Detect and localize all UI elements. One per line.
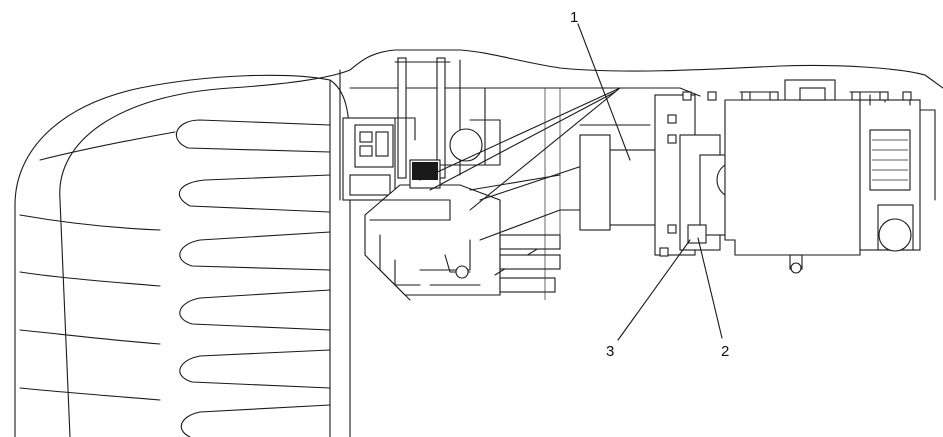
hub-assembly — [342, 117, 416, 201]
leader-2 — [697, 237, 723, 339]
bolts — [659, 91, 912, 257]
tire — [14, 74, 351, 437]
tire-tread — [19, 119, 331, 437]
leader-lines — [577, 23, 723, 341]
callout-1: 1 — [570, 9, 578, 26]
callout-3: 3 — [606, 343, 614, 360]
callout-2: 2 — [721, 343, 729, 360]
diagonal-braces — [419, 87, 621, 300]
brake-pack — [859, 91, 936, 252]
axle-housing — [364, 159, 601, 301]
leader-1 — [577, 23, 631, 161]
leader-3 — [617, 239, 691, 341]
